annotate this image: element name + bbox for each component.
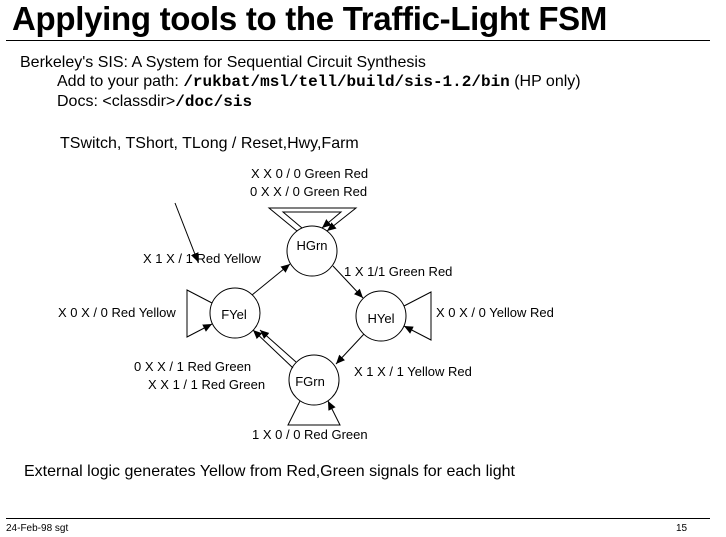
label-hgrn-to-hyel: 1 X 1/1 Green Red xyxy=(344,264,452,279)
label-fgrn-to-fyel-1: 0 X X / 1 Red Green xyxy=(134,359,251,374)
edge-fgrn-fyel-2 xyxy=(259,329,297,363)
state-fyel xyxy=(209,287,261,339)
fgrn-self-loop xyxy=(287,400,341,426)
hgrn-self-loop-inner xyxy=(281,211,343,229)
label-fyel-self: X 0 X / 0 Red Yellow xyxy=(58,305,176,320)
label-fyel-to-hgrn: X 1 X / 1 Red Yellow xyxy=(143,251,261,266)
footer-rule xyxy=(6,518,710,519)
edge-fyel-hgrn xyxy=(251,263,291,296)
state-hyel xyxy=(355,290,407,342)
path-value: /rukbat/msl/tell/build/sis-1.2/bin xyxy=(183,73,510,91)
state-label-fyel: FYel xyxy=(221,307,247,322)
state-hgrn xyxy=(286,225,338,277)
io-signature: TSwitch, TShort, TLong / Reset,Hwy,Farm xyxy=(60,135,359,152)
path-suffix: (HP only) xyxy=(509,73,581,90)
docs-value: /doc/sis xyxy=(175,93,253,111)
label-fgrn-self: 1 X 0 / 0 Red Green xyxy=(252,427,368,442)
reset-arrow xyxy=(174,202,199,263)
state-fgrn xyxy=(288,354,340,406)
page-number: 15 xyxy=(676,523,688,534)
state-label-hgrn: HGrn xyxy=(296,238,327,253)
slide-title: Applying tools to the Traffic-Light FSM xyxy=(12,0,608,37)
edge-hgrn-hyel xyxy=(332,265,364,299)
docs-prefix: Docs: <classdir> xyxy=(57,93,176,110)
hgrn-self-loop-outer xyxy=(267,207,358,232)
label-hyel-to-fgrn: X 1 X / 1 Yellow Red xyxy=(354,364,472,379)
sis-description: Berkeley's SIS: A System for Sequential … xyxy=(20,54,426,71)
path-line: Add to your path: /rukbat/msl/tell/build… xyxy=(57,73,581,91)
fyel-self-loop xyxy=(186,289,213,338)
state-label-fgrn: FGrn xyxy=(295,374,325,389)
label-hgrn-self-2: 0 X X / 0 Green Red xyxy=(250,184,367,199)
edge-fgrn-fyel-1 xyxy=(252,329,294,369)
label-hgrn-self-1: X X 0 / 0 Green Red xyxy=(251,166,368,181)
docs-line: Docs: <classdir>/doc/sis xyxy=(57,93,252,111)
label-fgrn-to-fyel-2: X X 1 / 1 Red Green xyxy=(148,377,265,392)
hyel-self-loop xyxy=(403,291,432,341)
path-prefix: Add to your path: xyxy=(57,73,184,90)
edge-hyel-fgrn xyxy=(335,333,365,365)
label-hyel-self: X 0 X / 0 Yellow Red xyxy=(436,305,554,320)
title-rule xyxy=(6,40,710,41)
state-label-hyel: HYel xyxy=(368,311,395,326)
footer-date: 24-Feb-98 sgt xyxy=(6,523,69,534)
conclusion-text: External logic generates Yellow from Red… xyxy=(24,463,515,480)
